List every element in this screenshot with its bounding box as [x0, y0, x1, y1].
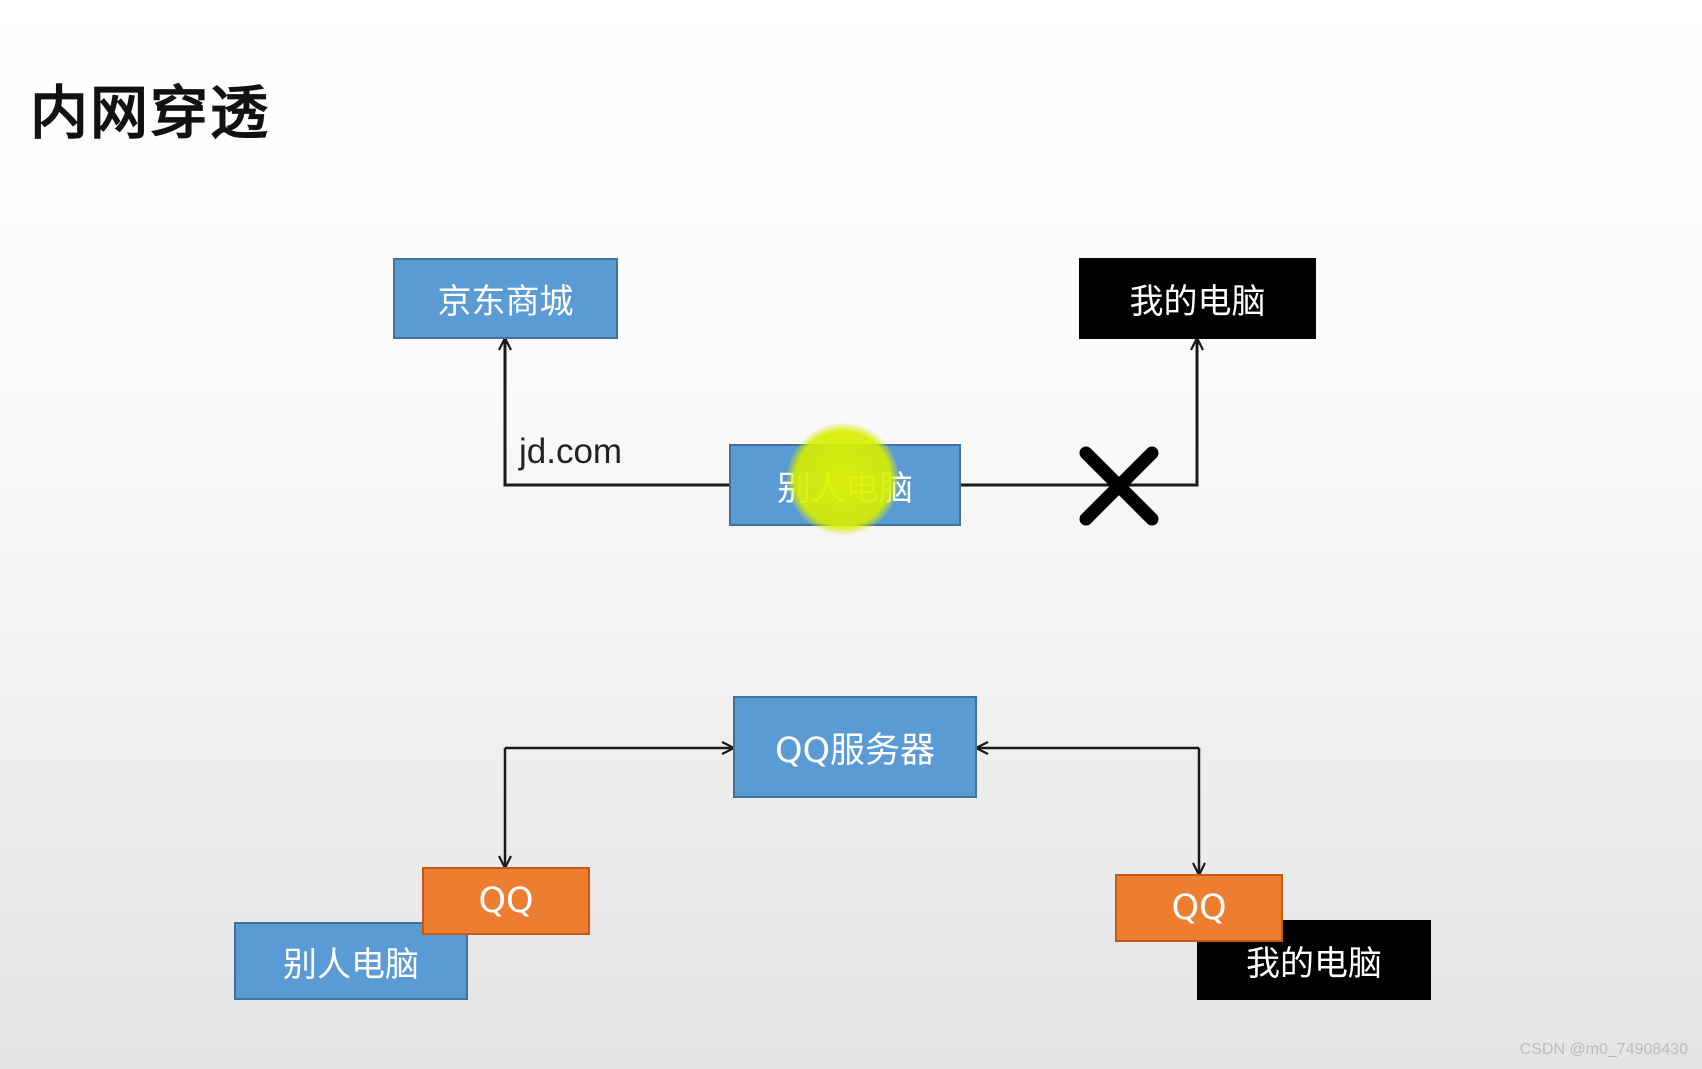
slide-title: 内网穿透 — [30, 79, 271, 147]
my-pc-label: 我的电脑 — [1129, 282, 1266, 322]
left-qq-box: QQ — [422, 867, 590, 935]
blocked-x-icon — [1079, 446, 1159, 526]
edge-label-jd-com: jd.com — [519, 432, 623, 471]
watermark: CSDN @m0_74908430 — [1519, 1041, 1688, 1058]
my-pc-box-bottom: 我的电脑 — [1197, 920, 1431, 1000]
edge-other-pc-to-my-pc — [961, 339, 1197, 487]
my-pc-box: 我的电脑 — [1079, 258, 1316, 339]
other-pc-bottom-label: 别人电脑 — [283, 944, 419, 985]
my-pc-bottom-label: 我的电脑 — [1246, 943, 1382, 984]
edge-other-pc-to-jd — [505, 339, 729, 487]
jd-mall-label: 京东商城 — [437, 282, 574, 322]
right-qq-label: QQ — [1171, 888, 1227, 928]
qq-server-box: QQ服务器 — [733, 696, 977, 798]
other-pc-box: 别人电脑 — [729, 444, 961, 526]
other-pc-box-bottom: 别人电脑 — [234, 922, 468, 1000]
left-qq-label: QQ — [478, 881, 534, 921]
other-pc-label: 别人电脑 — [777, 468, 913, 509]
qq-server-label: QQ服务器 — [774, 730, 936, 771]
right-qq-box: QQ — [1115, 874, 1283, 942]
jd-mall-box: 京东商城 — [393, 258, 618, 339]
